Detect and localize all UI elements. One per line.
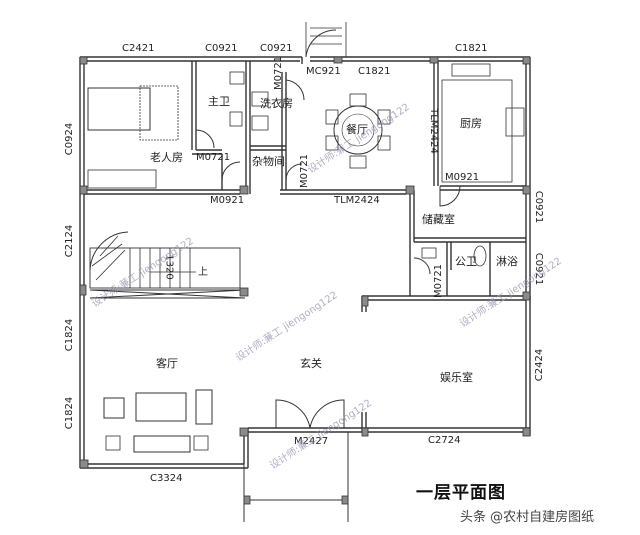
- door-label-mc921: MC921: [306, 66, 341, 77]
- room-label-kitchen: 厨房: [460, 117, 482, 130]
- window-label-c2724: C2724: [428, 435, 461, 446]
- room-label-shower: 淋浴: [496, 255, 518, 268]
- room-label-foyer: 玄关: [300, 357, 322, 370]
- window-label-c0921-store: C0921: [533, 190, 545, 224]
- door-label-m0921-elder: M0921: [210, 195, 245, 206]
- room-label-storeroom: 储藏室: [422, 213, 455, 226]
- room-label-elder-room: 老人房: [150, 151, 183, 164]
- window-label-c1824-b: C1824: [64, 396, 76, 430]
- window-label-c3324: C3324: [150, 473, 183, 484]
- room-label-master-bath: 主卫: [208, 95, 230, 108]
- window-label-c2421: C2421: [122, 43, 155, 54]
- door-label-m0721-public: M0721: [433, 263, 445, 299]
- window-label-c0924: C0924: [64, 122, 76, 156]
- window-label-c2124: C2124: [64, 224, 76, 258]
- window-label-c1821-kitchen: C1821: [455, 43, 488, 54]
- room-label-entertainment: 娱乐室: [440, 371, 473, 384]
- window-label-c2424: C2424: [534, 348, 546, 382]
- door-label-tlm2424-horizontal: TLM2424: [334, 195, 380, 206]
- room-label-laundry: 洗衣房: [260, 97, 293, 110]
- source-credit: 头条 @农村自建房图纸: [460, 510, 595, 525]
- window-label-c0921-b: C0921: [260, 43, 293, 54]
- door-label-m0721-bath: M0721: [196, 152, 231, 163]
- window-label-c0921-a: C0921: [205, 43, 238, 54]
- door-label-m0921-kitchen: M0921: [445, 172, 480, 183]
- window-label-c1821-dining: C1821: [358, 66, 391, 77]
- window-label-c1824-a: C1824: [64, 318, 76, 352]
- stair-direction-label: 上: [198, 267, 208, 278]
- door-label-tlm2424-vertical: TLM2424: [427, 108, 439, 154]
- plan-title: 一层平面图: [416, 483, 506, 503]
- room-label-living-room: 客厅: [156, 357, 178, 370]
- room-label-dining: 餐厅: [346, 123, 368, 136]
- room-label-public-bath: 公卫: [455, 255, 477, 268]
- door-label-m0721-laundry: M0721: [273, 55, 285, 91]
- room-label-storage-closet: 杂物间: [252, 155, 285, 168]
- door-label-m2427: M2427: [294, 436, 329, 447]
